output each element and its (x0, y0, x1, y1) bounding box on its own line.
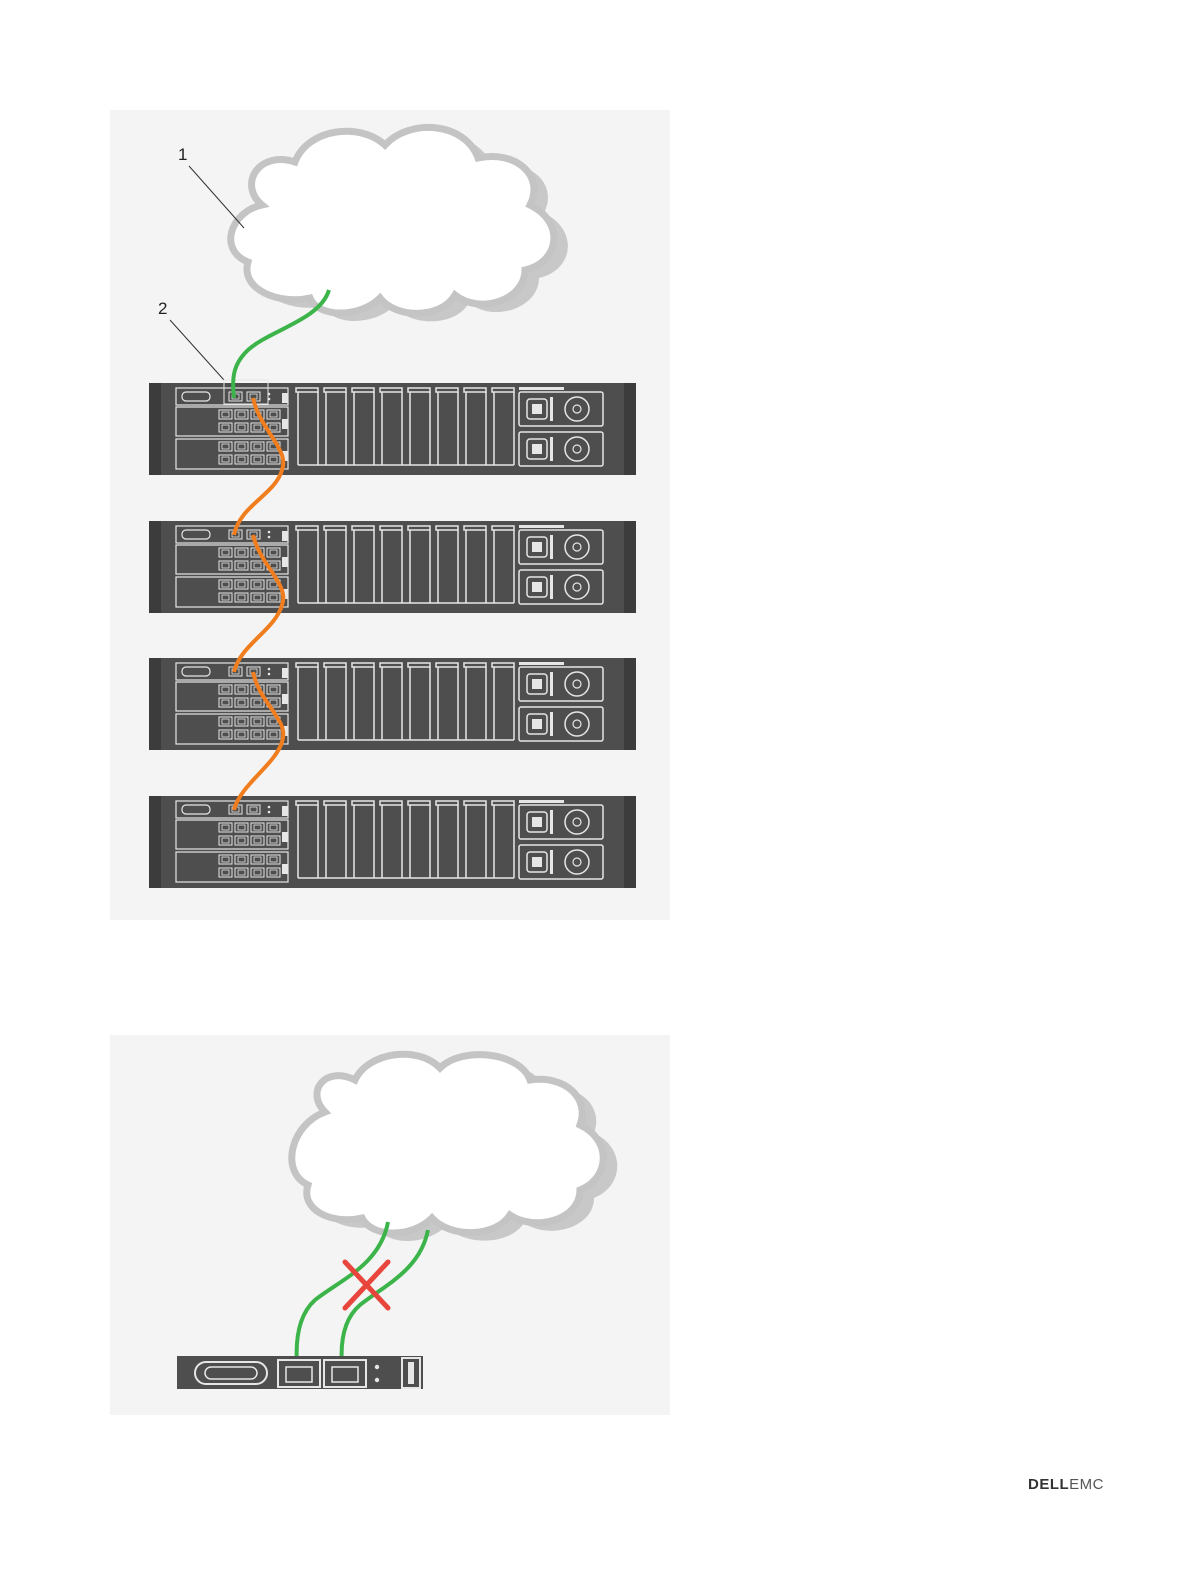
network-cloud-icon-bottom (292, 1054, 617, 1241)
logo-bold-part: DELL (1028, 1476, 1069, 1493)
server-2 (149, 521, 636, 613)
callout-1: 1 (178, 145, 244, 228)
logo-light-part: EMC (1069, 1476, 1104, 1493)
server-4 (149, 796, 636, 888)
callout-1-label: 1 (178, 145, 187, 164)
dell-emc-logo: DELLEMC (1028, 1476, 1104, 1493)
callout-2: 2 (158, 299, 224, 380)
callout-2-label: 2 (158, 299, 167, 318)
server-3 (149, 658, 636, 750)
idrac-module (177, 1356, 423, 1389)
redundant-uplink-cables (297, 1222, 428, 1375)
network-cloud-icon (231, 127, 568, 321)
server-1 (149, 383, 636, 475)
